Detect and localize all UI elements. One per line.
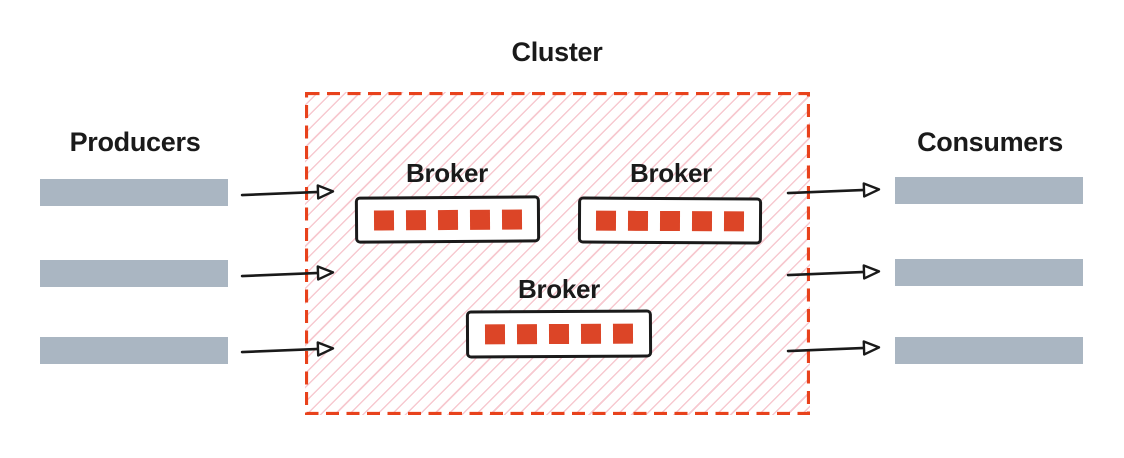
- broker-label: Broker: [629, 158, 712, 188]
- partition-square: [501, 208, 522, 230]
- partition-square: [548, 323, 570, 345]
- consumer-bar: [895, 259, 1083, 286]
- broker-box: [354, 195, 541, 244]
- partition-square: [469, 209, 490, 230]
- broker-box: [465, 309, 653, 359]
- partition-square: [373, 209, 394, 231]
- broker-label: Broker: [517, 274, 600, 304]
- partition-square: [627, 210, 649, 231]
- partition-square: [405, 209, 426, 230]
- broker-box: [577, 196, 763, 245]
- consumers-label: Consumers: [917, 127, 1063, 157]
- partition-square: [437, 209, 458, 230]
- consumer-arrow-icon: [786, 340, 881, 356]
- partition-square: [580, 323, 602, 344]
- consumer-arrow-icon: [786, 264, 881, 280]
- producer-arrow-icon: [240, 184, 335, 200]
- partition-square: [691, 210, 713, 231]
- consumer-bar: [895, 177, 1083, 204]
- partition-square: [612, 323, 634, 344]
- partition-square: [723, 210, 745, 231]
- cluster-boundary: [305, 92, 810, 415]
- cluster-label: Cluster: [511, 37, 603, 67]
- partition-square: [595, 210, 617, 231]
- consumer-arrow-icon: [786, 182, 881, 198]
- cluster-dashed-border: [305, 92, 810, 415]
- partition-square: [484, 324, 506, 345]
- partition-square: [516, 324, 538, 345]
- producer-bar: [40, 260, 228, 287]
- broker-label: Broker: [405, 158, 488, 188]
- producer-bar: [40, 179, 228, 206]
- producer-bar: [40, 337, 228, 364]
- producers-label: Producers: [69, 127, 201, 157]
- partition-square: [659, 210, 681, 231]
- consumer-bar: [895, 337, 1083, 364]
- producer-arrow-icon: [240, 265, 335, 281]
- producer-arrow-icon: [240, 341, 335, 357]
